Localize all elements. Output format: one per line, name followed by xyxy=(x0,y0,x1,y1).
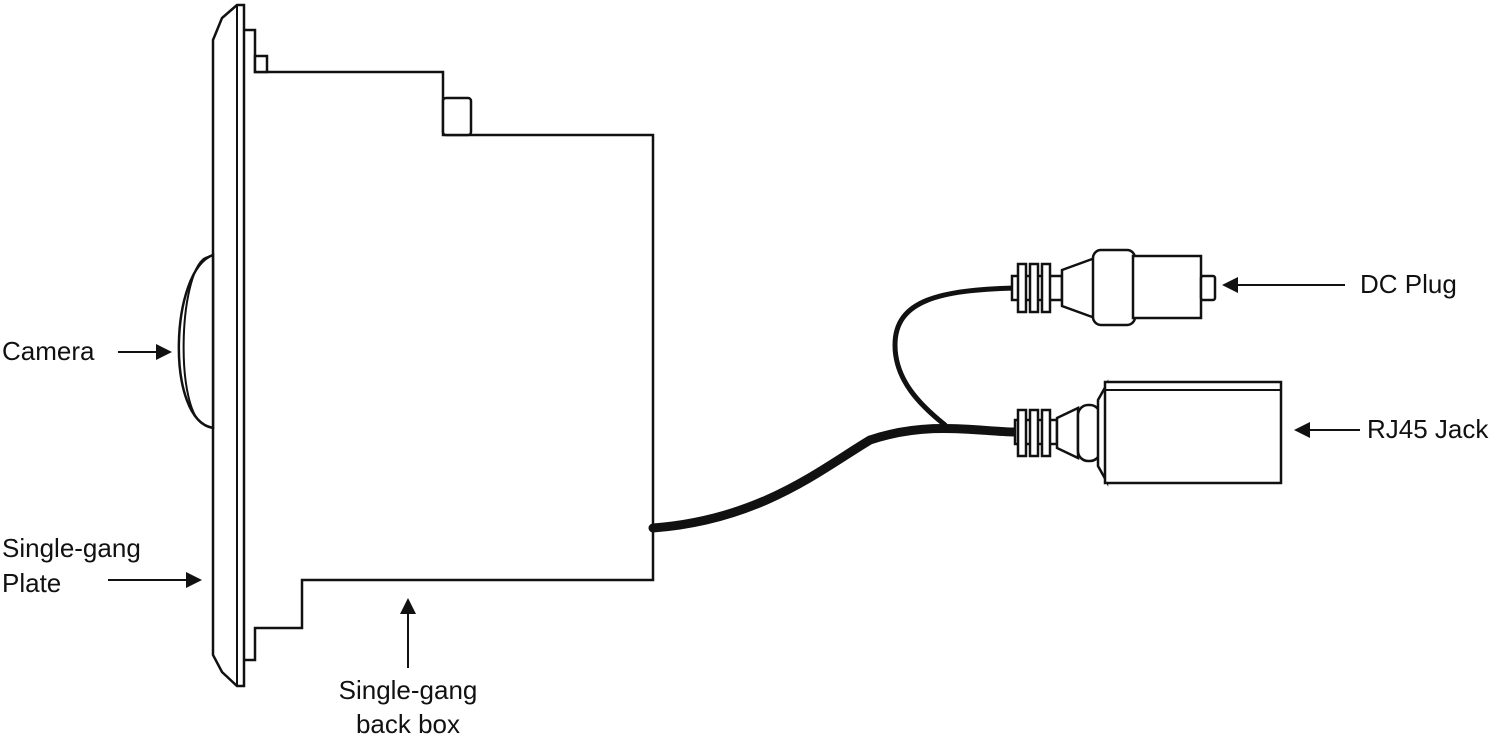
arrow-camera xyxy=(118,344,172,360)
main-cable xyxy=(648,423,1020,533)
arrow-rj45-jack xyxy=(1294,422,1360,438)
label-backbox-line2: back box xyxy=(356,709,460,739)
label-backbox-line1: Single-gang xyxy=(339,675,478,705)
label-plate-line1: Single-gang xyxy=(2,533,141,563)
dc-plug xyxy=(1010,248,1217,327)
label-camera: Camera xyxy=(2,336,95,366)
label-rj45-jack: RJ45 Jack xyxy=(1367,414,1489,444)
camera-dome xyxy=(177,253,215,430)
arrow-plate xyxy=(108,572,202,588)
rj45-jack xyxy=(1013,379,1283,487)
label-dc-plug: DC Plug xyxy=(1360,269,1457,299)
label-plate-line2: Plate xyxy=(2,568,61,598)
single-gang-plate xyxy=(211,3,246,688)
single-gang-back-box xyxy=(244,28,655,662)
arrow-back-box xyxy=(400,598,416,668)
dc-cable xyxy=(892,285,1018,428)
arrow-dc-plug xyxy=(1222,277,1345,293)
